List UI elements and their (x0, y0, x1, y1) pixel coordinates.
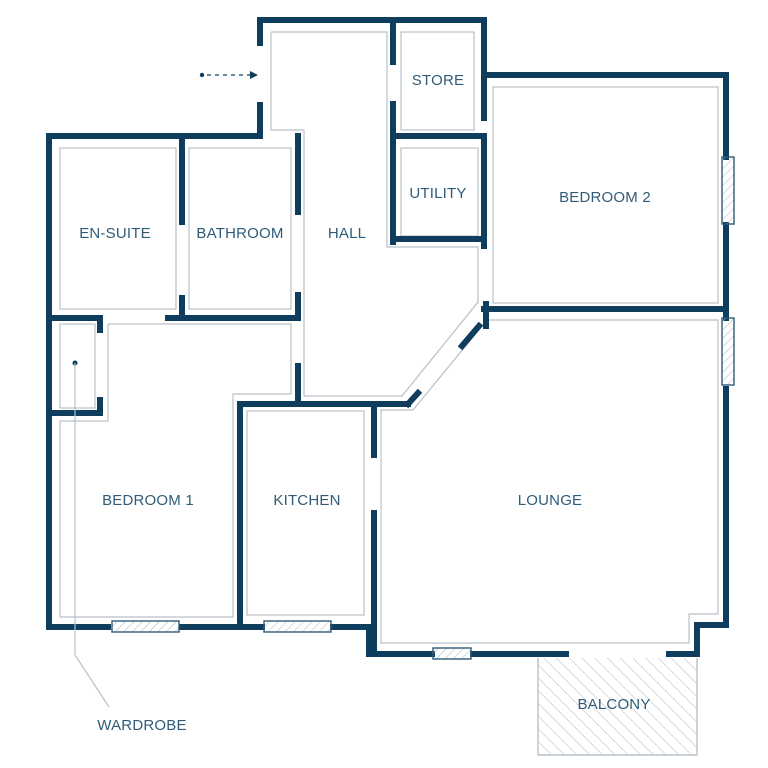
room-labels: STORE UTILITY BEDROOM 2 EN-SUITE BATHROO… (79, 72, 651, 734)
walls (46, 17, 729, 657)
windows (111, 156, 735, 660)
bedroom-2-label: BEDROOM 2 (559, 189, 651, 206)
window-lounge-east (721, 317, 735, 386)
bedroom-1-outline (59, 323, 292, 618)
balcony-label: BALCONY (577, 696, 650, 713)
entrance-arrow-icon (199, 71, 258, 79)
inner-lines (59, 31, 719, 644)
en-suite-outline (59, 147, 177, 310)
lounge-label: LOUNGE (518, 492, 583, 509)
bathroom-label: BATHROOM (196, 225, 283, 242)
window-kitchen (263, 620, 332, 633)
hall-label: HALL (328, 225, 366, 242)
wardrobe-outline (59, 323, 96, 409)
utility-label: UTILITY (409, 185, 466, 202)
bedroom-2-outline (492, 86, 719, 304)
hall-outline (270, 31, 479, 397)
window-bedroom-1 (111, 620, 180, 633)
wardrobe-label: WARDROBE (97, 717, 186, 734)
kitchen-outline (246, 410, 365, 616)
bedroom-1-label: BEDROOM 1 (102, 492, 194, 509)
balcony-rail (537, 658, 698, 756)
store-outline (400, 31, 475, 131)
window-lounge-south (432, 647, 472, 660)
en-suite-label: EN-SUITE (79, 225, 151, 242)
kitchen-label: KITCHEN (273, 492, 340, 509)
window-bedroom-2 (721, 156, 735, 225)
balcony (537, 658, 698, 756)
wardrobe-pointer (72, 360, 110, 708)
bathroom-outline (188, 147, 292, 310)
store-label: STORE (412, 72, 464, 89)
lounge-outline (380, 319, 719, 644)
